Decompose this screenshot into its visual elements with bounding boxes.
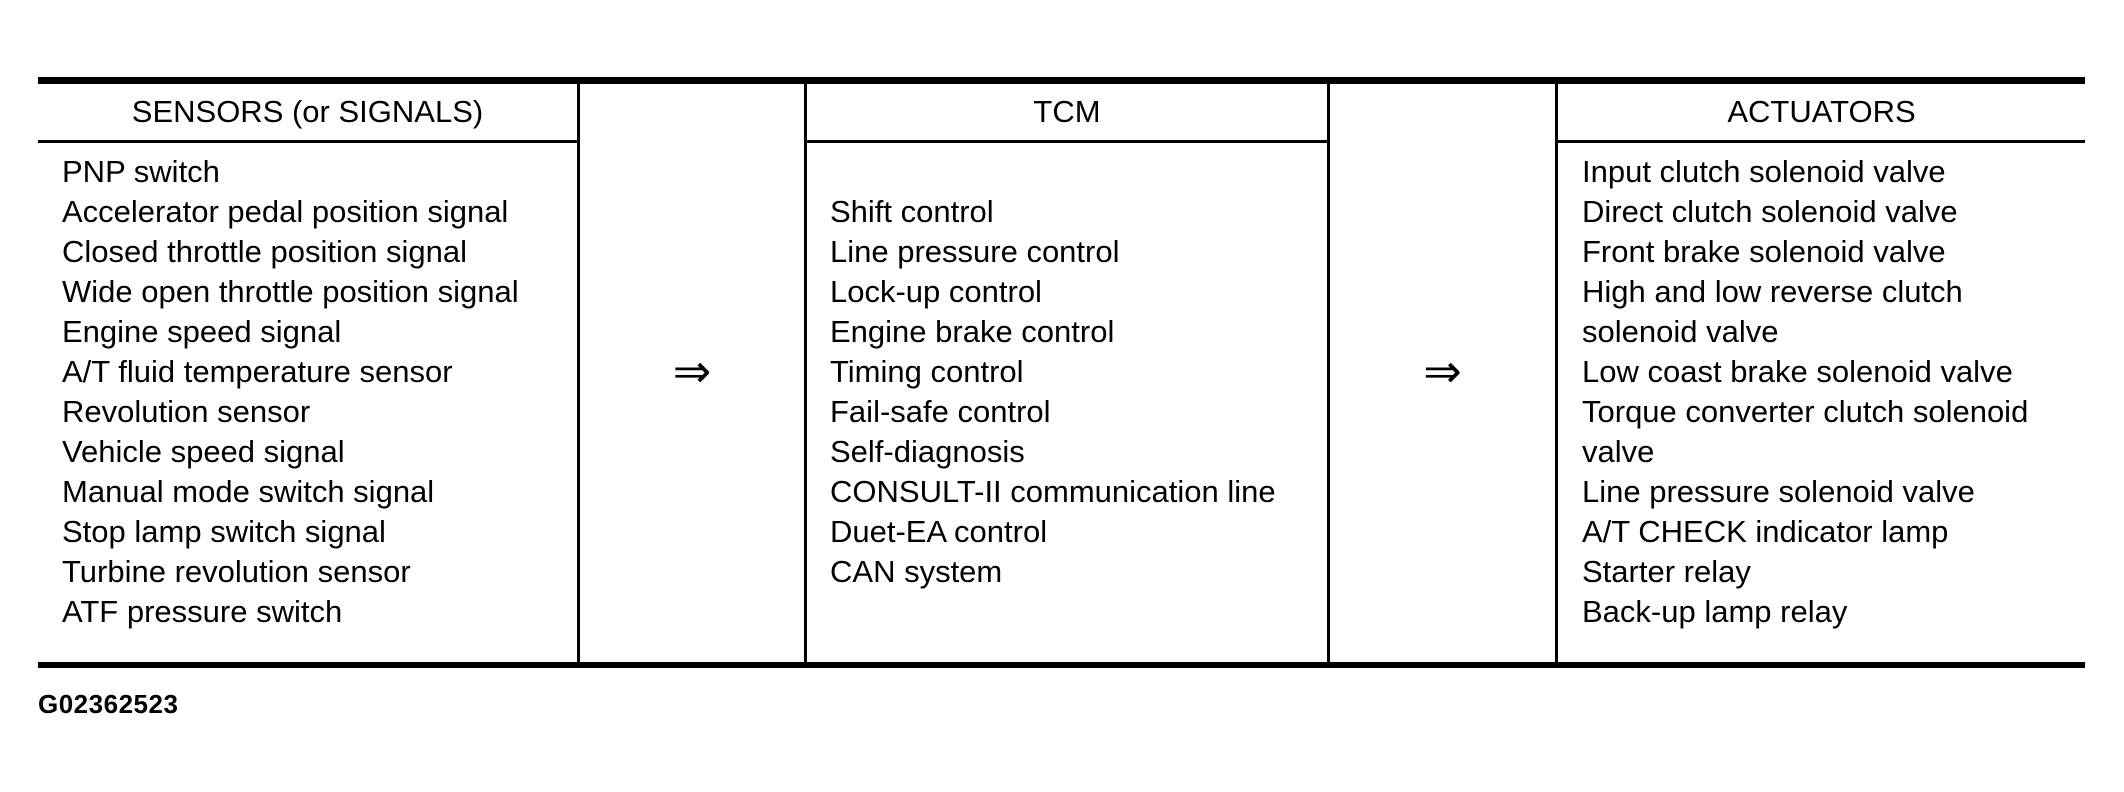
list-item: ATF pressure switch [62, 594, 343, 629]
list-item: A/T fluid temperature sensor [62, 354, 453, 389]
list-item: Manual mode switch signal [62, 474, 435, 509]
list-item: Accelerator pedal position signal [62, 194, 509, 229]
list-item: A/T CHECK indicator lamp [1582, 514, 1949, 549]
list-item: Timing control [830, 354, 1024, 389]
list-item: Front brake solenoid valve [1582, 234, 1946, 269]
sensors-header: SENSORS (or SIGNALS) [38, 84, 577, 143]
list-item: Stop lamp switch signal [62, 514, 386, 549]
list-item: Duet-EA control [830, 514, 1048, 549]
list-item: PNP switch [62, 154, 220, 189]
list-item: Closed throttle position signal [62, 234, 467, 269]
list-item: Direct clutch solenoid valve [1582, 194, 1958, 229]
figure-id-label: G02362523 [38, 689, 179, 719]
list-item: Self-diagnosis [830, 434, 1025, 469]
list-item: Shift control [830, 194, 994, 229]
actuators-header: ACTUATORS [1558, 84, 2085, 143]
tcm-header: TCM [807, 84, 1327, 143]
list-item: Lock-up control [830, 274, 1042, 309]
list-item: Back-up lamp relay [1582, 594, 1848, 629]
list-item: Line pressure control [830, 234, 1120, 269]
list-item: Line pressure solenoid valve [1582, 474, 1975, 509]
list-item: High and low reverse clutch solenoid val… [1582, 274, 1963, 349]
list-item: Engine brake control [830, 314, 1115, 349]
list-item: Torque converter clutch solenoid valve [1582, 394, 2029, 469]
spacer-tcm-to-actuators: ⇒ [1330, 84, 1558, 662]
list-item: Turbine revolution sensor [62, 554, 411, 589]
list-item: Wide open throttle position signal [62, 274, 519, 309]
spacer-sensors-to-tcm: ⇒ [580, 84, 807, 662]
list-item: Starter relay [1582, 554, 1751, 589]
list-item: CONSULT-II communication line [830, 474, 1276, 509]
list-item: Low coast brake solenoid valve [1582, 354, 2013, 389]
list-item: Fail-safe control [830, 394, 1051, 429]
list-item: Input clutch solenoid valve [1582, 154, 1946, 189]
list-item: CAN system [830, 554, 1003, 589]
list-item: Vehicle speed signal [62, 434, 345, 469]
flow-arrow-icon: ⇒ [1423, 345, 1462, 398]
flow-arrow-icon: ⇒ [672, 345, 712, 398]
list-item: Engine speed signal [62, 314, 342, 349]
list-item: Revolution sensor [62, 394, 311, 429]
